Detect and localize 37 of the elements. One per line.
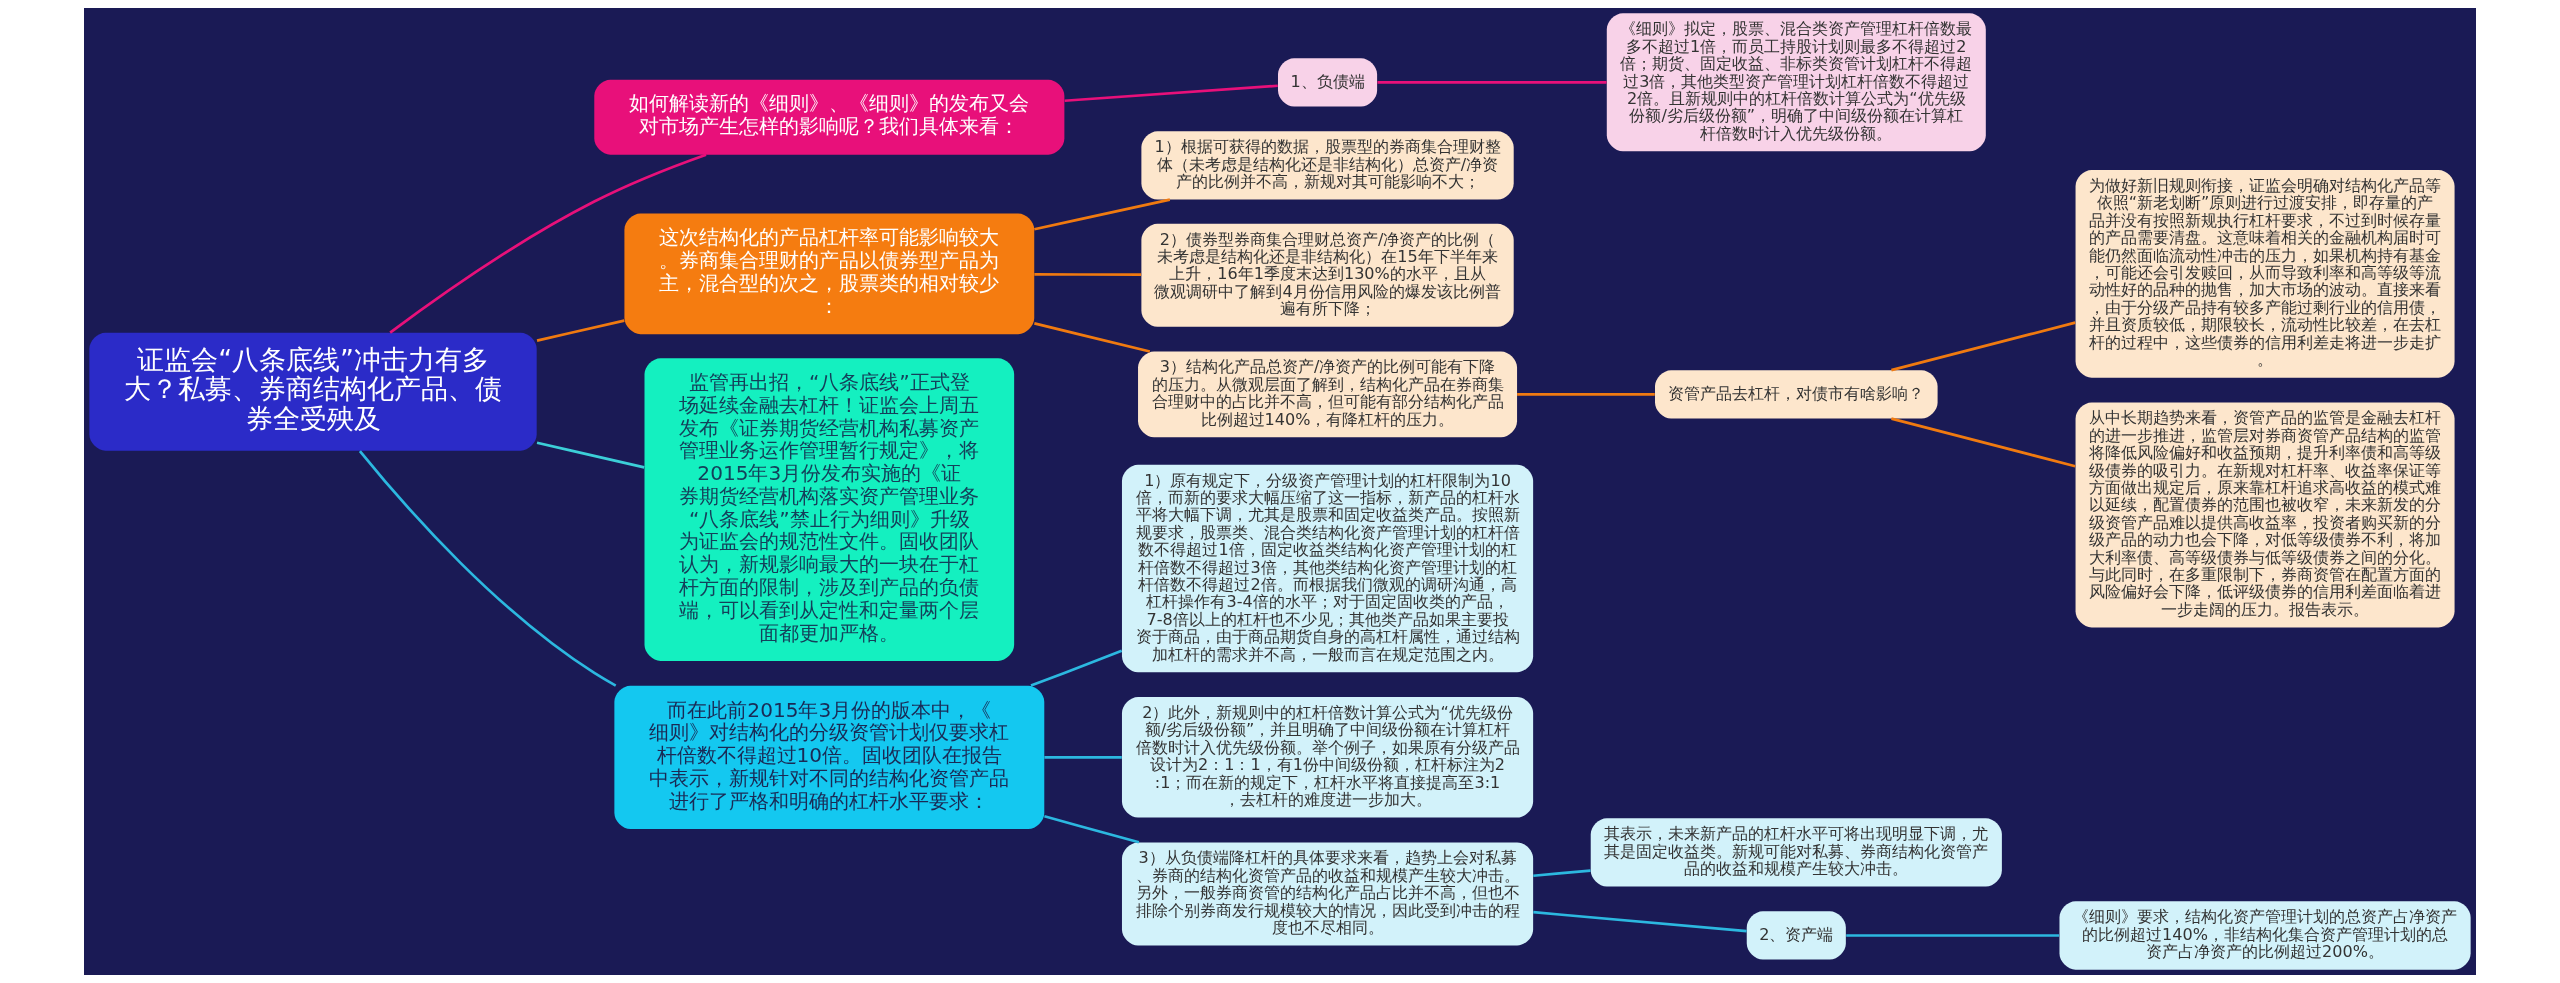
node-box: 1）根据可获得的数据，股票型的券商集合理财整体（未考虑是结构化还是非结构化）总资产/净资产的比例并不高，新规对其可能影响不大； [1141,131,1514,200]
node-box: 从中长期趋势来看，资管产品的监管是金融去杠杆的进一步推进，监管层对券商资管产品结构的监管将降低风险偏好和收益预期，提升利率债和高等级级债券的吸引力。在新规对杠杆率、收益率保证等方面做出规定后，原来靠杠杆追求高收益的模式难以延续，配置债券的范围也被收窄，未来新发的分级资管产品难以提供高收益率，投资者购买新的分级产品的动力也会下降，对低等级债券不利，将加大利率债、高等级债券与低等级债券之间的分化。与此同时，在多重限制下，券商资管在配置方面的风险偏好会下降，低评级债券的信用利差面临着进一步走阔的压力。报告表示。 [2075,402,2455,628]
connector [1517,393,1655,396]
connector [1034,273,1142,277]
node-box: 其表示，未来新产品的杠杆水平可将出现明显下调，尤其是固定收益类。新规可能对私募、券商结构化资管产品的收益和规模产生较大冲击。 [1590,818,2002,887]
node-box: 2、资产端 [1746,911,1846,960]
node-box: 监管再出招，“八条底线”正式登场延续金融去杠杆！证监会上周五发布《证券期货经营机构私募资产管理业务运作管理暂行规定》，将2015年3月份发布实施的《证券期货经营机构落实资产管理业务“八条底线”禁止行为细则》升级为证监会的规范性文件。固收团队认为，新规影响最大的一块在于杠杆方面的限制，涉及到产品的负债端，可以看到从定性和定量两个层面都更加严格。 [644,358,1015,661]
node-box: 3）结构化产品总资产/净资产的比例可能有下降的压力。从微观层面了解到，结构化产品在券商集合理财中的占比并不高，但可能有部分结构化产品比例超过140%，有降杠杆的压力。 [1138,351,1518,438]
connector [1846,934,2060,937]
connector [1030,649,1123,687]
node-box: 1、负债端 [1278,58,1378,107]
node-box: 1）原有规定下，分级资产管理计划的杠杆限制为10倍，而新的要求大幅压缩了这一指标，新产品的杠杆水平将大幅下调，尤其是股票和固定收益类产品。按照新规要求，股票类、混合类结构化资产管理计划的杠杆倍数不得超过1倍，固定收益类结构化资产管理计划的杠杆倍数不得超过3倍，其他类结构化资产管理计划的杠杆倍数不得超过2倍。而根据我们微观的调研沟通，高杠杆操作有3-4倍的水平；对于固定固收类的产品，7-8倍以上的杠杆也不少见；其他类产品如果主要投资于商品，由于商品期货自身的高杠杆属性，通过结构加杠杆的需求并不高，一般而言在规定范围之内。 [1121,464,1534,673]
connector [1044,756,1122,759]
node-box: 3）从负债端降杠杆的具体要求来看，趋势上会对私募、券商的结构化资管产品的收益和规模产生较大冲击。另外，一般券商资管的结构化产品占比并不高，但也不排除个别券商发行规模较大的情况，因此受到冲击的程度也不尽相同。 [1121,842,1534,946]
node-box: 2）此外，新规则中的杠杆倍数计算公式为“优先级份额/劣后级份额”，并且明确了中间级份额在计算杠杆倍数时计入优先级份额。举个例子，如果原有分级产品设计为2：1：1，有1份中间级份额，杠杆标注为2:1；而在新的规定下，杠杆水平将直接提高至3:1，去杠杆的难度进一步加大。 [1121,697,1534,818]
node-box: 而在此前2015年3月份的版本中，《细则》对结构化的分级资管计划仅要求杠杆倍数不得超过10倍。固收团队在报告中表示，新规针对不同的结构化资管产品进行了严格和明确的杠杆水平要求： [614,685,1045,829]
connector [1064,84,1278,103]
node-box: 如何解读新的《细则》、《细则》的发布又会对市场产生怎样的影响呢？我们具体来看： [594,79,1065,155]
node-box: 为做好新旧规则衔接，证监会明确对结构化产品等依照“新老划断”原则进行过渡安排，即存量的产品并没有按照新规执行杠杆要求，不过到时候存量的产品需要清盘。这意味着相关的金融机构届时可能仍然面临流动性冲击的压力，如果机构持有基金，可能还会引发赎回，从而导致利率和高等级等流动性好的品种的抛售，加大市场的波动。直接来看，由于分级产品持有较多产能过剩行业的信用债，并且资质较低，期限较长，流动性比较差，在去杠杆的过程中，这些债券的信用利差走将进一步走扩。 [2075,170,2455,378]
connector [358,450,617,687]
connector [536,319,625,342]
connector [1891,417,2076,468]
node-box: 《细则》要求，结构化资产管理计划的总资产占净资产的比例超过140%，非结构化集合资产管理计划的总资产占净资产的比例超过200%。 [2059,901,2471,970]
connector [1533,910,1747,933]
connector [389,153,707,334]
connector [1034,322,1151,353]
connector [1034,198,1171,231]
connector [1044,815,1140,844]
node-box: 资管产品去杠杆，对债市有啥影响？ [1655,370,1938,419]
node-box: 这次结构化的产品杠杆率可能影响较大。券商集合理财的产品以债券型产品为主，混合型的次之，股票类的相对较少： [624,213,1035,335]
connector [536,441,645,469]
node-box: 2）债券型券商集合理财总资产/净资产的比例（未考虑是结构化还是非结构化）在15年下半年来上升，16年1季度末达到130%的水平，且从微观调研中了解到4月份信用风险的爆发该比例普遍有所下降； [1141,223,1514,327]
node-box: 《细则》拟定，股票、混合类资产管理杠杆倍数最多不超过1倍，而员工持股计划则最多不得超过2倍；期货、固定收益、非标类资管计划杠杆不得超过3倍，其他类型资产管理计划杠杆倍数不得超过2倍。且新规则中的杠杆倍数计算公式为“优先级份额/劣后级份额”，明确了中间级份额在计算杠杆倍数时计入优先级份额。 [1606,13,1986,152]
node-box: 证监会“八条底线”冲击力有多大？私募、券商结构化产品、债券全受殃及 [89,332,537,451]
connector [1377,81,1607,84]
connector [1891,321,2076,372]
connector [1533,869,1591,878]
